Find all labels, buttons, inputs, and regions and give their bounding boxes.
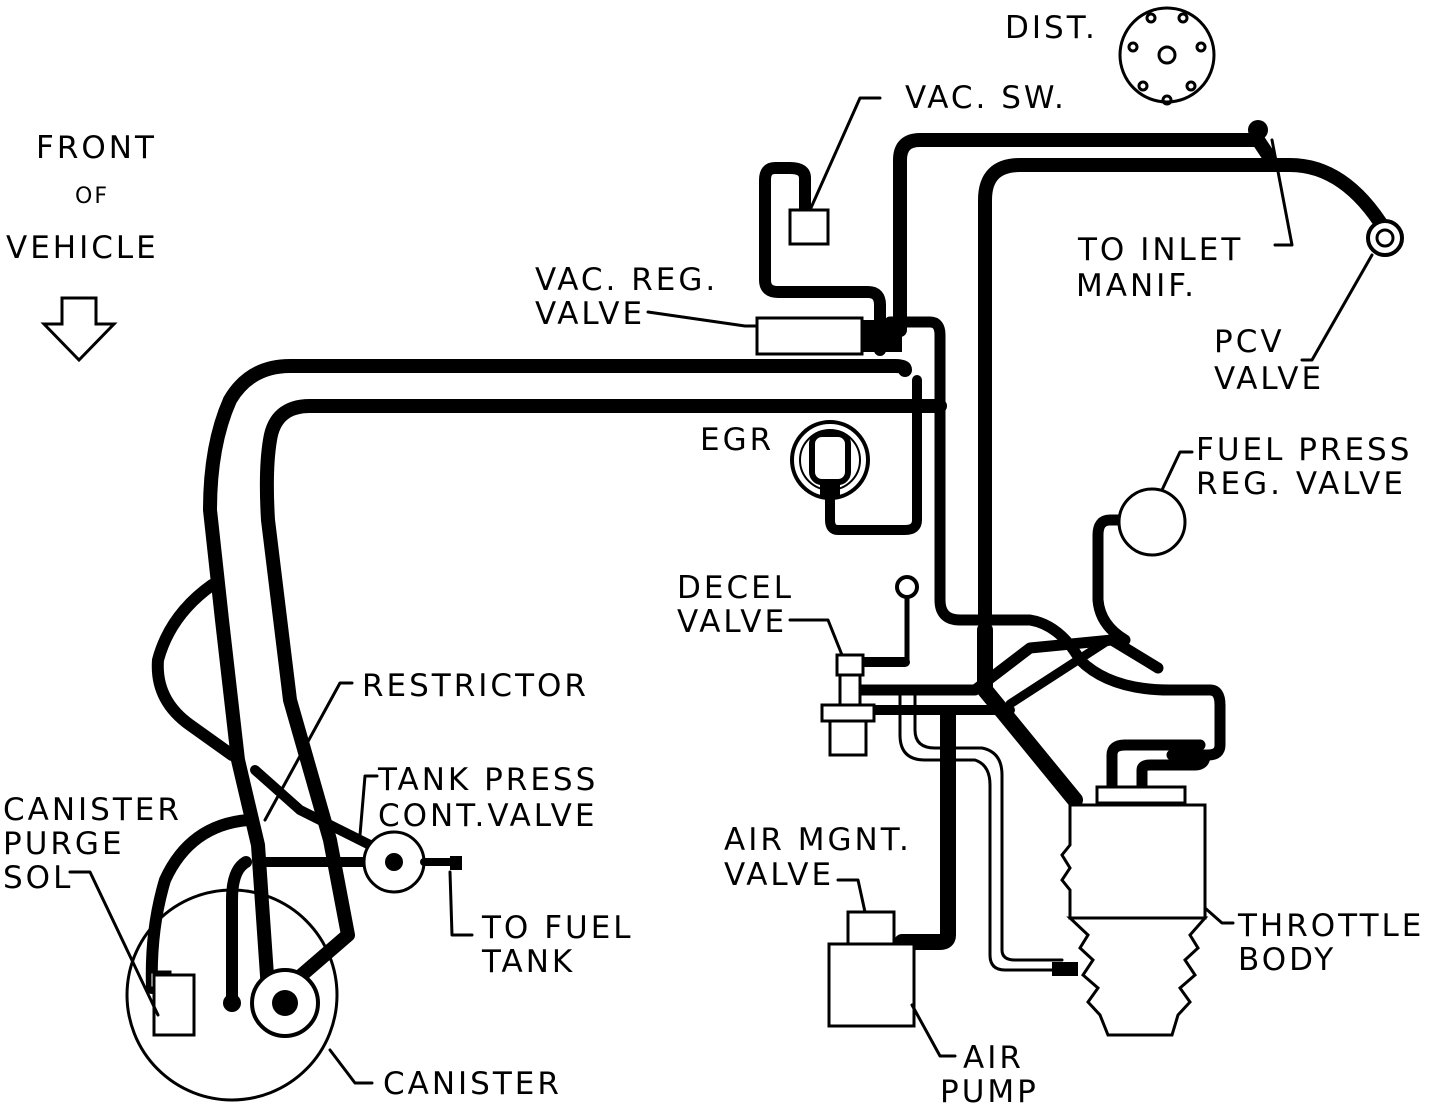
air-pump-label-1: AIR — [963, 1040, 1024, 1076]
canister — [125, 888, 339, 1102]
air-pump-label-2: PUMP — [940, 1074, 1039, 1110]
pcv-label-1: PCV — [1214, 324, 1285, 360]
vac-reg-valve — [755, 316, 864, 356]
egr-valve — [790, 420, 870, 500]
tank-press-label-1: TANK PRESS — [377, 762, 598, 798]
decel-label-2: VALVE — [677, 604, 787, 640]
dist-label: DIST. — [1005, 10, 1098, 46]
vac-sw-label: VAC. SW. — [905, 80, 1067, 116]
vacuum-hoses — [145, 120, 1392, 1006]
front-label: FRONT — [36, 130, 157, 166]
leader-lines — [68, 96, 1374, 1085]
air-pump — [827, 942, 916, 1028]
decel-label-1: DECEL — [677, 570, 794, 606]
air-mgnt-label-1: AIR MGNT. — [724, 822, 912, 858]
tank-press-cont-valve — [362, 830, 462, 894]
air-mgnt-label-2: VALVE — [724, 857, 834, 893]
labels: DIST. VAC. SW. TO INLET MANIF. VAC. REG.… — [3, 10, 1424, 1110]
to-fuel-label-2: TANK — [481, 944, 575, 980]
to-inlet-label-1: TO INLET — [1077, 232, 1243, 268]
air-mgnt-valve — [846, 910, 896, 946]
to-inlet-label-2: MANIF. — [1076, 268, 1197, 304]
fuel-press-reg-valve — [1117, 487, 1187, 557]
vac-switch — [788, 208, 830, 246]
to-fuel-label-1: TO FUEL — [481, 910, 634, 946]
pcv-valve — [1366, 219, 1404, 257]
canister-purge-sol — [148, 970, 196, 1037]
decel-valve — [820, 575, 919, 757]
egr-label: EGR — [700, 422, 774, 458]
front-of-vehicle-indicator: FRONT OF VEHICLE — [6, 130, 159, 363]
throttle-body — [1060, 785, 1209, 1037]
pcv-label-2: VALVE — [1214, 361, 1324, 397]
canister-purge-label-3: SOL — [3, 860, 73, 896]
vac-reg-label-1: VAC. REG. — [535, 262, 718, 298]
distributor — [1118, 6, 1216, 106]
of-label: OF — [75, 184, 109, 209]
canister-label: CANISTER — [383, 1066, 562, 1102]
vehicle-label: VEHICLE — [6, 230, 159, 266]
throttle-label-2: BODY — [1238, 942, 1336, 978]
tank-press-label-2: CONT.VALVE — [378, 798, 597, 834]
front-arrow-icon — [40, 296, 118, 363]
fuel-press-label-2: REG. VALVE — [1196, 466, 1406, 502]
vac-reg-valve-fitting — [862, 320, 902, 352]
canister-purge-label-2: PURGE — [3, 826, 125, 862]
restrictor-label: RESTRICTOR — [362, 668, 589, 704]
fuel-press-label-1: FUEL PRESS — [1196, 432, 1412, 468]
canister-purge-label-1: CANISTER — [3, 792, 182, 828]
throttle-label-1: THROTTLE — [1237, 908, 1424, 944]
vac-reg-label-2: VALVE — [535, 296, 645, 332]
